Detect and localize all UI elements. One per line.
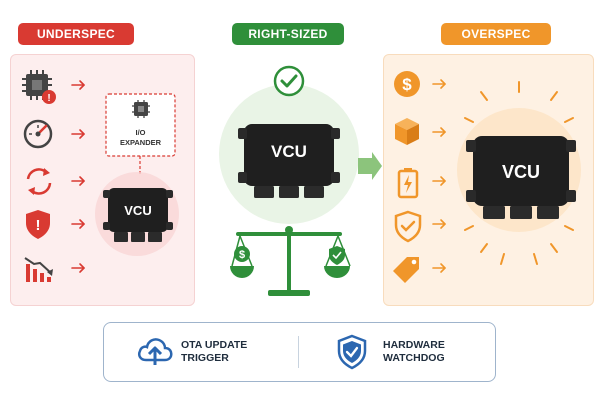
arrow-icon — [432, 127, 446, 137]
arrow-icon — [71, 176, 85, 186]
svg-text:!: ! — [36, 217, 41, 234]
dollar-coin-icon: $ — [394, 71, 420, 97]
feature-card — [103, 322, 496, 382]
underspec-label: UNDERSPEC — [18, 23, 134, 45]
ota-label-line1: OTA UPDATE — [181, 339, 248, 351]
io-expander-label-line2: EXPANDER — [119, 138, 162, 147]
battery-icon — [397, 168, 419, 199]
io-expander-box — [105, 93, 176, 157]
price-tag-icon — [393, 257, 419, 283]
shield-alert-icon: ! — [26, 210, 50, 239]
chip-warning-icon: ! — [22, 70, 56, 104]
balance-scale-icon: $ — [230, 226, 351, 296]
arrow-icon — [71, 219, 85, 229]
svg-text:$: $ — [402, 75, 412, 94]
overspec-vcu-label: VCU — [501, 162, 540, 182]
svg-text:$: $ — [239, 249, 245, 261]
arrow-icon — [71, 263, 85, 273]
rightsized-vcu-label: VCU — [271, 142, 307, 161]
overspec-label: OVERSPEC — [441, 23, 551, 45]
gauge-icon — [23, 119, 53, 149]
watchdog-label-line1: HARDWARE — [383, 339, 445, 351]
chip-icon — [132, 100, 150, 118]
refresh-cycle-icon — [26, 168, 52, 195]
cloud-upload-icon — [138, 338, 173, 365]
overspec-graphics: $ — [393, 71, 581, 283]
declining-chart-icon — [24, 257, 53, 282]
rightsized-graphics: $ — [219, 65, 382, 296]
shield-check-icon — [394, 210, 422, 243]
arrow-icon — [432, 219, 446, 229]
arrow-icon — [432, 263, 446, 273]
card-divider — [298, 336, 299, 368]
io-expander-label-line1: I/O — [135, 128, 146, 137]
underspec-icons: ! ! — [22, 70, 179, 282]
underspec-vcu-label: VCU — [124, 203, 152, 218]
package-box-icon — [395, 118, 419, 145]
rightsized-label: RIGHT-SIZED — [232, 23, 344, 45]
arrow-icon — [432, 176, 446, 186]
svg-text:!: ! — [47, 93, 50, 104]
arrow-icon — [71, 129, 85, 139]
watchdog-label-line2: WATCHDOG — [383, 352, 445, 364]
arrow-icon — [358, 152, 382, 180]
underspec-vcu — [103, 188, 173, 242]
shield-check-icon — [337, 334, 367, 370]
arrow-icon — [432, 79, 446, 89]
rightsized-vcu — [238, 124, 340, 198]
overspec-vcu — [466, 136, 576, 219]
check-circle-icon — [273, 65, 305, 97]
glow-rays — [464, 81, 574, 265]
ota-label-line2: TRIGGER — [181, 352, 229, 364]
arrow-icon — [71, 80, 85, 90]
